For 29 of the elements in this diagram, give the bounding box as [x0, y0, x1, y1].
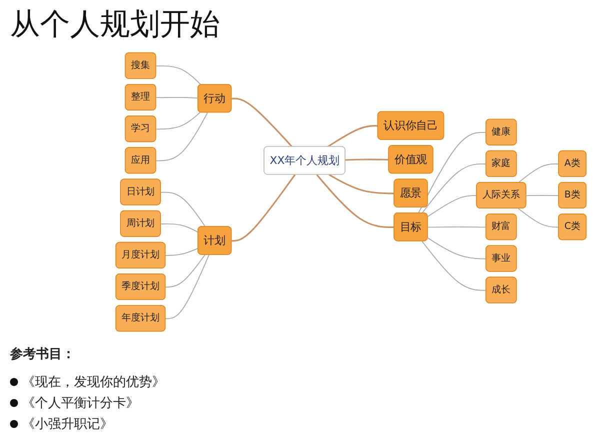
book-title: 《小强升职记》	[22, 416, 113, 433]
connector	[422, 164, 487, 214]
book-title: 《个人平衡计分卡》	[22, 395, 139, 412]
connector	[345, 158, 389, 161]
connector	[156, 112, 201, 130]
connector	[327, 125, 378, 148]
connector	[156, 96, 199, 99]
title: 从个人规划开始	[10, 6, 220, 44]
connector	[160, 192, 206, 228]
connector	[427, 226, 487, 228]
connector	[156, 112, 208, 162]
connector	[526, 194, 560, 196]
connector	[232, 98, 293, 148]
connector	[160, 223, 199, 233]
connector	[156, 65, 202, 86]
connector	[316, 174, 394, 228]
reading-list-heading: 参考书目：	[10, 346, 75, 363]
connector	[422, 240, 487, 291]
connector	[165, 254, 210, 320]
connector	[427, 237, 487, 260]
connector	[165, 248, 199, 256]
connector	[427, 195, 478, 217]
book-title: 《现在，发现你的优势》	[22, 374, 165, 391]
connector	[328, 174, 394, 194]
connector	[232, 174, 296, 242]
connector	[165, 254, 206, 288]
connector	[518, 208, 560, 228]
connector	[418, 132, 487, 214]
connector	[518, 164, 560, 184]
